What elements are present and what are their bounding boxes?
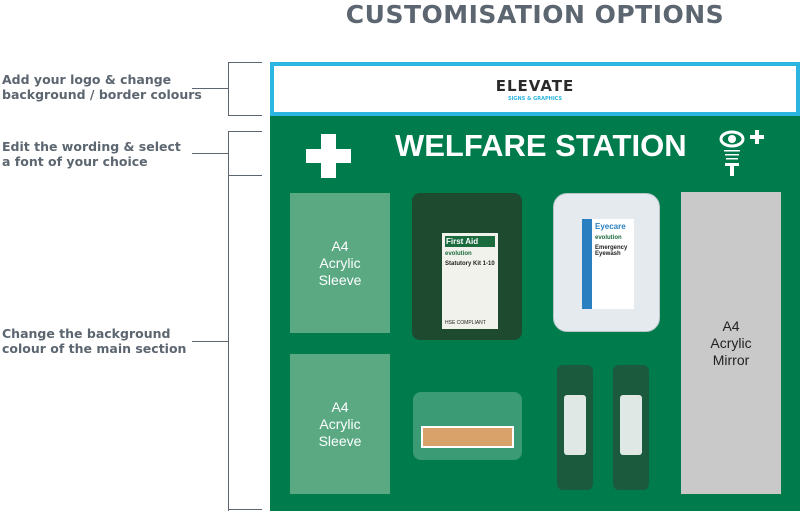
sleeve-text: A4 (331, 398, 349, 415)
logo-text: ELEVATE (495, 77, 575, 95)
eyewash-bottle (557, 365, 593, 490)
sleeve-text: A4 (331, 237, 349, 254)
kit-name: Statutory Kit 1-10 (445, 261, 495, 267)
note-line: Add your logo & change (2, 72, 172, 87)
eyewash-station: Eyecare evolution Emergency Eyewash (553, 193, 660, 332)
sleeve-text: Acrylic (319, 415, 361, 432)
mirror-text: Mirror (712, 351, 750, 368)
kit-title: First Aid (445, 236, 495, 247)
eyewash-label: Eyecare evolution Emergency Eyewash (582, 219, 634, 309)
eyewash-icon (719, 130, 764, 176)
note-line: Change the background (2, 326, 171, 341)
sleeve-text: Acrylic (319, 254, 361, 271)
eyewash-brand: evolution (595, 235, 622, 241)
eyewash-name: Emergency Eyewash (595, 245, 628, 257)
logo-subtext: SIGNS & GRAPHICS (507, 96, 563, 102)
first-aid-cross-icon (306, 134, 351, 178)
kit-brand: evolution (445, 251, 472, 257)
page-title: CUSTOMISATION OPTIONS (345, 0, 725, 29)
sleeve-text: Sleeve (318, 432, 362, 449)
sleeve-text: Sleeve (318, 271, 362, 288)
kit-label: First Aid evolution Statutory Kit 1-10 H… (442, 233, 498, 329)
mirror-text: A4 (722, 317, 740, 334)
note-line: a font of your choice (2, 154, 148, 169)
first-aid-kit: First Aid evolution Statutory Kit 1-10 H… (412, 193, 522, 340)
note-line: Edit the wording & select (2, 139, 181, 154)
board-title: WELFARE STATION (395, 128, 687, 163)
mirror-text: Acrylic (710, 334, 752, 351)
eyewash-bottle (613, 365, 649, 490)
plaster-dispenser (413, 392, 522, 460)
eyewash-title: Eyecare (595, 222, 626, 231)
note-line: background / border colours (2, 87, 202, 102)
kit-note: HSE COMPLIANT (445, 320, 486, 326)
note-line: colour of the main section (2, 341, 187, 356)
